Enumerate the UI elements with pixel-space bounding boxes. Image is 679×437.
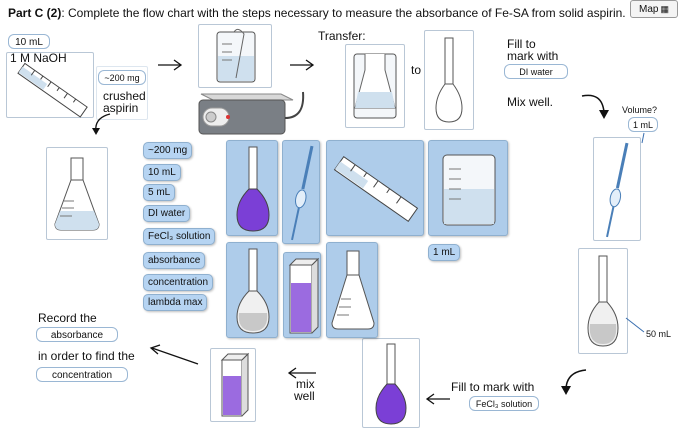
fill-label-1: Fill to [507, 37, 536, 51]
volumetric-flask-icon [375, 343, 407, 425]
erlenmeyer-flask-icon [331, 250, 375, 330]
tile-cuvette[interactable] [283, 252, 321, 338]
map-button[interactable]: Map▦ [630, 0, 678, 18]
beaker-icon [442, 154, 496, 226]
record-value-2-field[interactable]: concentration [36, 367, 128, 382]
mass-field[interactable]: ~200 mg [98, 70, 146, 85]
volumetric-flask-icon [236, 146, 270, 232]
beaker-icon [353, 53, 397, 119]
aspirin-label: aspirin [103, 101, 139, 115]
graduated-cylinder-icon [333, 155, 419, 223]
tile-erlenmeyer[interactable] [326, 242, 378, 338]
page-title: Part C (2): Complete the flow chart with… [8, 6, 626, 20]
chip-concentration[interactable]: concentration [143, 274, 214, 291]
curved-arrow-icon [92, 113, 111, 135]
arrow-left-icon [425, 393, 450, 405]
volumetric-flask-icon [236, 248, 270, 334]
volumetric-flask-icon [435, 37, 463, 123]
curved-arrow-icon [581, 94, 609, 119]
record-label-1: Record the [38, 311, 97, 325]
to-label: to [411, 63, 422, 77]
tile-pipet[interactable] [282, 140, 320, 244]
flask-50-label: 50 mL [646, 329, 672, 339]
tile-beaker[interactable] [428, 140, 508, 236]
fill2-label: Fill to mark with [451, 380, 535, 394]
hot-plate-icon [198, 91, 305, 135]
erlenmeyer-flask-icon [54, 157, 100, 231]
map-icon: ▦ [660, 3, 669, 14]
mix-well-label: Mix well. [507, 95, 554, 109]
graduated-cylinder-icon [17, 62, 88, 118]
fill-value-field[interactable]: DI water [504, 64, 568, 79]
arrow-left-icon [287, 367, 316, 379]
tile-cylinder[interactable] [326, 140, 424, 236]
leader-line [625, 317, 645, 333]
chip-lambda-max[interactable]: lambda max [143, 294, 208, 311]
chip-di-water[interactable]: DI water [143, 205, 191, 222]
beaker-icon [216, 28, 256, 83]
tile-clear-flask[interactable] [226, 242, 278, 338]
cuvette-icon [220, 352, 250, 417]
tile-purple-flask[interactable] [226, 140, 278, 236]
pipet-icon [606, 142, 629, 238]
arrow-left-icon [149, 344, 199, 365]
chip-1ml[interactable]: 1 mL [428, 244, 461, 261]
chip-5ml[interactable]: 5 mL [143, 184, 176, 201]
cuvette-icon [288, 257, 320, 334]
pipet-icon [291, 145, 314, 241]
chip-absorbance[interactable]: absorbance [143, 252, 206, 269]
transfer-label: Transfer: [318, 29, 366, 43]
start-volume-field[interactable]: 10 mL [8, 34, 50, 49]
record-label-2: in order to find the [38, 349, 135, 363]
mix-label: mix [296, 377, 315, 391]
chip-10ml[interactable]: 10 mL [143, 164, 181, 181]
curved-arrow-icon [561, 369, 587, 395]
volume-field[interactable]: 1 mL [628, 117, 658, 132]
leader-line [641, 132, 645, 144]
volumetric-flask-icon [587, 255, 619, 347]
chip-200mg[interactable]: ~200 mg [143, 142, 193, 159]
fill-label-2: mark with [507, 49, 559, 63]
arrow-right-icon [290, 59, 315, 71]
volume-question-label: Volume? [622, 105, 658, 115]
crushed-label: crushed [103, 89, 146, 103]
record-value-1-field[interactable]: absorbance [36, 327, 118, 342]
fill2-value-field[interactable]: FeCl₃ solution [469, 396, 539, 411]
chip-fecl3[interactable]: FeCl₃ solution [143, 228, 216, 245]
arrow-right-icon [158, 59, 183, 71]
well-label: well [294, 389, 315, 403]
start-reagent-label: 1 M NaOH [10, 51, 67, 65]
